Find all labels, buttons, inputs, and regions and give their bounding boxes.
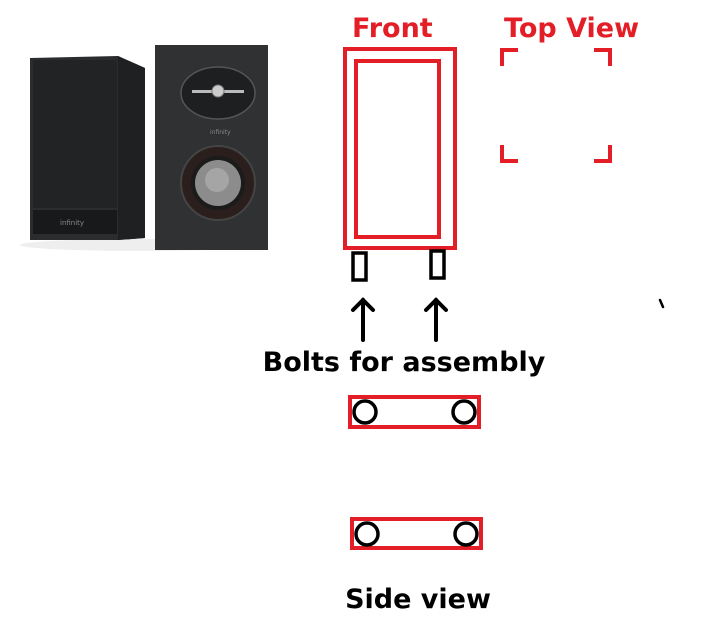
front-outer-frame (343, 47, 457, 250)
arrow-up-icon (424, 297, 448, 342)
bolt-right (429, 249, 446, 280)
speaker-photo: infinity infinity (20, 45, 268, 251)
front-inner-panel (354, 59, 441, 239)
front-label: Front (352, 13, 433, 44)
stray-mark (658, 298, 665, 309)
side-view-label: Side view (345, 584, 491, 615)
top-view-brackets (500, 48, 612, 163)
arrow-up-icon (351, 297, 375, 342)
bolt-left (351, 251, 368, 282)
svg-text:infinity: infinity (60, 219, 84, 227)
side-panel-top (348, 395, 481, 429)
side-panel-bottom (350, 517, 483, 550)
top-view-label: Top View (504, 13, 639, 44)
svg-text:infinity: infinity (210, 129, 231, 136)
bolts-label: Bolts for assembly (263, 347, 546, 378)
